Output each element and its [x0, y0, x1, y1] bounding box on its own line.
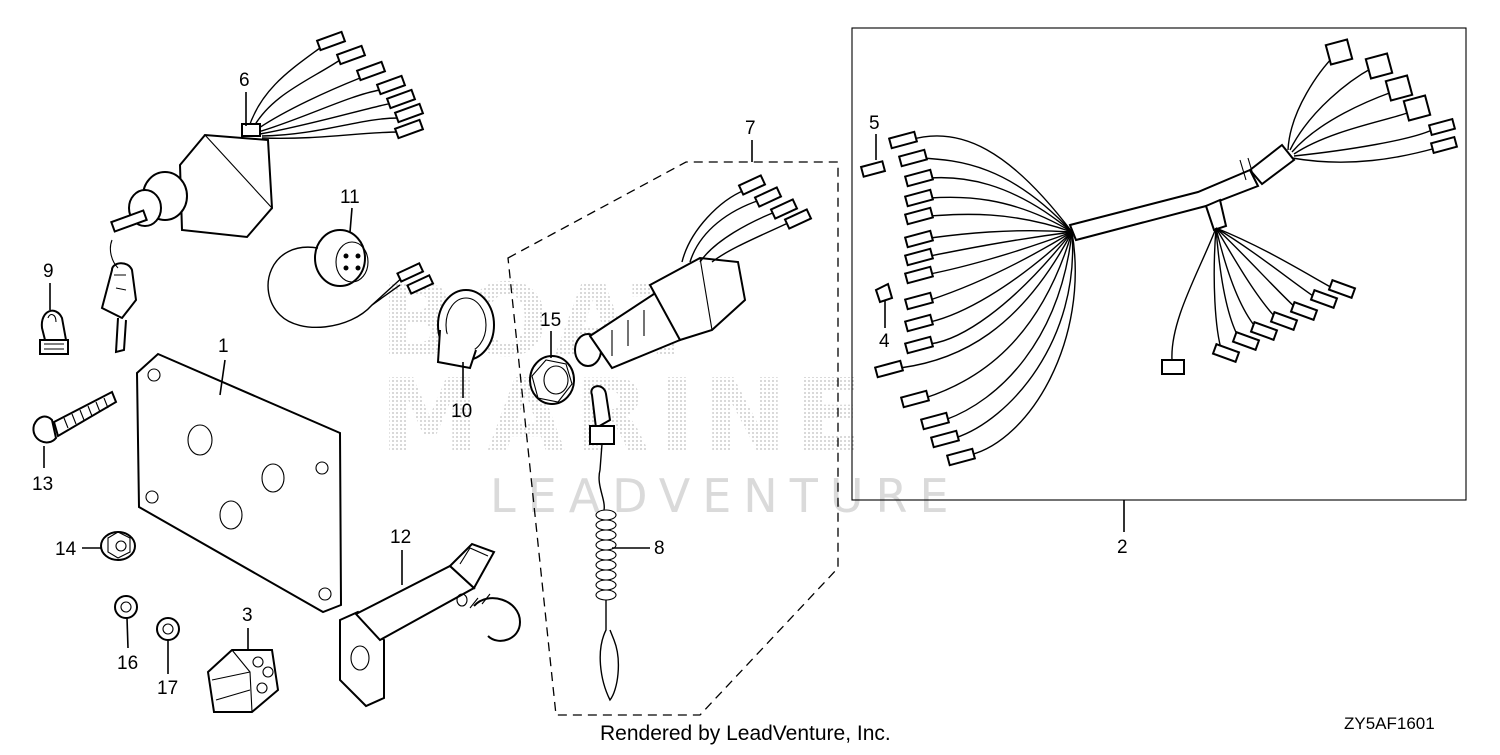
callout-5: 5	[869, 113, 880, 134]
diagram-code: ZY5AF1601	[1344, 714, 1435, 733]
callout-1: 1	[218, 336, 229, 357]
flange-nut	[100, 531, 136, 561]
callout-15: 15	[540, 310, 561, 331]
callout-14: 14	[55, 539, 77, 560]
mounting-bracket	[339, 542, 522, 708]
callout-16: 16	[117, 653, 138, 674]
callout-2: 2	[1117, 537, 1128, 558]
panel-plate	[135, 352, 343, 614]
callout-10: 10	[451, 401, 472, 422]
switch-nut	[529, 355, 575, 405]
callout-3: 3	[242, 605, 253, 626]
terminal-pin-5	[859, 160, 887, 178]
callout-8: 8	[654, 538, 665, 559]
callout-11: 11	[340, 187, 360, 208]
callout-7: 7	[745, 118, 756, 139]
callout-labels: 1 2 3 4 5 6 7 8 9 10 11 12 13 14 15 16 1…	[32, 70, 1128, 699]
buzzer	[267, 229, 435, 328]
callout-6: 6	[239, 70, 250, 91]
cord-clip	[39, 309, 69, 355]
screw	[32, 390, 118, 444]
leader-lines	[43, 92, 1125, 674]
callout-4: 4	[879, 331, 890, 352]
terminal-cap-4	[874, 282, 894, 304]
footer-credit: Rendered by LeadVenture, Inc.	[600, 722, 891, 745]
cord-clamp	[436, 289, 495, 370]
callout-13: 13	[32, 474, 53, 495]
watermark-leadventure: LEADVENTURE	[490, 469, 961, 523]
watermark-marine: MARINE	[380, 357, 871, 474]
lanyard-cord	[589, 385, 619, 702]
harness-group-box	[851, 27, 1467, 501]
callout-17: 17	[157, 678, 178, 699]
callout-12: 12	[390, 527, 411, 548]
washer-16	[114, 595, 138, 619]
ignition-switch-assembly	[100, 30, 425, 354]
connector-coupler	[206, 649, 280, 714]
emergency-stop-switch	[574, 174, 813, 370]
callout-9: 9	[43, 261, 54, 282]
kit-outline-dashed	[507, 161, 839, 716]
wire-harness	[859, 38, 1459, 467]
watermark: BOAT MARINE LEADVENTURE	[380, 262, 961, 523]
washer-17	[156, 617, 180, 641]
